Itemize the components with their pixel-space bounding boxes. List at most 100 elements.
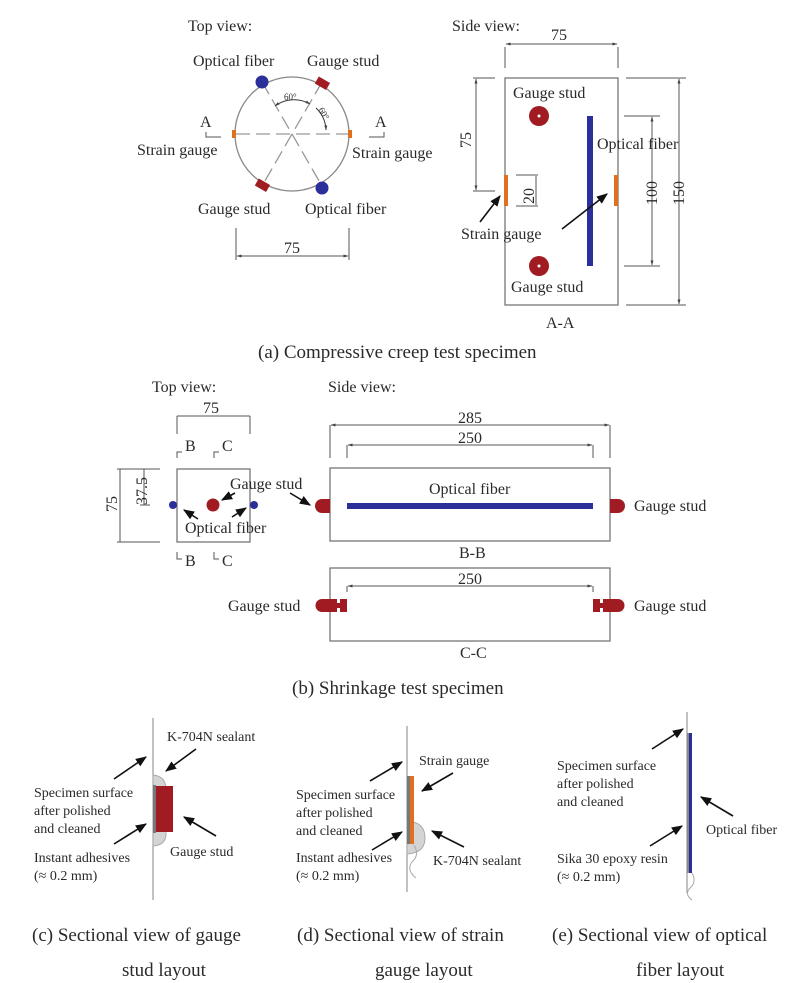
label-strain-gauge: Strain gauge — [419, 754, 489, 769]
optical-fiber-left-marker — [169, 501, 177, 509]
dim-inner-cc-label: 250 — [458, 571, 482, 588]
label-epoxy-1: Sika 30 epoxy resin — [557, 852, 668, 867]
label-adhesive-1: Instant adhesives — [34, 851, 130, 866]
panel-d-strain-gauge-section: Strain gauge Specimen surface after poli… — [296, 726, 521, 892]
section-mark-a-right-tick — [369, 132, 385, 138]
gauge-stud-bottom-marker — [254, 178, 271, 192]
panel-e-optical-fiber-section: Specimen surface after polished and clea… — [557, 712, 777, 901]
angle-arc-2 — [315, 107, 328, 131]
label-surface-3: and cleaned — [34, 822, 100, 837]
label-adhesive-2: (≈ 0.2 mm) — [296, 869, 360, 884]
label-surface-2: after polished — [296, 806, 373, 821]
label-strain-gauge-right: Strain gauge — [352, 145, 432, 162]
label-adhesive-1: Instant adhesives — [296, 851, 392, 866]
gauge-stud-right-cc — [593, 599, 625, 612]
side-view-title: Side view: — [328, 379, 396, 396]
label-surface-1: Specimen surface — [296, 788, 395, 803]
label-surface-2: after polished — [557, 777, 634, 792]
section-mark-a-right: A — [375, 114, 387, 131]
caption-c-line1: (c) Sectional view of gauge — [32, 925, 241, 946]
dim-height-label: 150 — [671, 181, 688, 205]
section-label-a-a: A-A — [546, 315, 575, 332]
section-label-b-b: B-B — [459, 545, 486, 562]
label-adhesive-2: (≈ 0.2 mm) — [34, 869, 98, 884]
dim-fiber-length-label: 100 — [644, 181, 661, 205]
section-mark-c-top: C — [222, 438, 233, 455]
gauge-stud-shape — [156, 786, 173, 832]
strain-gauge-right-marker — [348, 130, 352, 138]
caption-d-line1: (d) Sectional view of strain — [297, 925, 504, 946]
caption-c-line2: stud layout — [122, 960, 207, 981]
label-gauge-stud-top: Gauge stud — [513, 85, 585, 102]
optical-fiber-top-marker — [255, 75, 269, 89]
label-gauge-stud-bottom: Gauge stud — [198, 201, 270, 218]
label-gauge-stud-cc-left: Gauge stud — [228, 598, 300, 615]
gauge-stud-top-marker — [314, 76, 331, 90]
section-label-c-c: C-C — [460, 645, 487, 662]
label-surface-2: after polished — [34, 804, 111, 819]
dim-width-label: 75 — [203, 400, 219, 417]
dim-half-height-label: 75 — [458, 132, 475, 148]
dim-diameter-label: 75 — [284, 240, 300, 257]
angle-arc-1 — [274, 99, 311, 107]
label-optical-fiber-top: Optical fiber — [193, 53, 275, 70]
dim-inner-bb-label: 250 — [458, 430, 482, 447]
label-gauge-stud-cc-right: Gauge stud — [634, 598, 706, 615]
angle-label-2: 60° — [317, 106, 332, 122]
label-optical-fiber: Optical fiber — [185, 520, 267, 537]
strain-gauge-left-marker — [232, 130, 236, 138]
section-mark-a-left: A — [200, 114, 212, 131]
label-optical-fiber: Optical fiber — [429, 481, 511, 498]
label-gauge-stud-top: Gauge stud — [307, 53, 379, 70]
gauge-stud-marker — [206, 498, 220, 512]
panel-a-side-view: Side view: 75 75 20 100 150 Gauge stud O… — [452, 18, 688, 332]
strain-gauge-right-marker — [614, 175, 618, 206]
optical-fiber-marker — [587, 116, 593, 266]
panel-c-gauge-stud-section: K-704N sealant Specimen surface after po… — [34, 718, 255, 900]
dim-gauge-length-label: 20 — [521, 188, 538, 204]
section-mark-b-top: B — [185, 438, 196, 455]
panel-a-top-view: Top view: 60° 60° Optical fiber Gauge st… — [137, 18, 432, 260]
stud-axis — [261, 81, 323, 187]
label-sealant: K-704N sealant — [433, 854, 521, 869]
section-mark-c-bottom: C — [222, 553, 233, 570]
caption-d-line2: gauge layout — [375, 960, 473, 981]
label-surface-1: Specimen surface — [34, 786, 133, 801]
label-optical-fiber: Optical fiber — [597, 136, 679, 153]
label-gauge-stud-bottom: Gauge stud — [511, 279, 583, 296]
label-strain-gauge-left: Strain gauge — [137, 142, 217, 159]
dim-width-label: 75 — [551, 27, 567, 44]
prism-top-outline — [176, 468, 251, 543]
gauge-stud-left-cc — [315, 599, 347, 612]
label-surface-3: and cleaned — [557, 795, 623, 810]
caption-a: (a) Compressive creep test specimen — [258, 342, 537, 363]
label-optical-fiber: Optical fiber — [706, 823, 777, 838]
label-surface-1: Specimen surface — [557, 759, 656, 774]
section-mark-b-bottom: B — [185, 553, 196, 570]
label-optical-fiber-bottom: Optical fiber — [305, 201, 387, 218]
optical-fiber-bar — [347, 503, 593, 509]
label-gauge-stud: Gauge stud — [170, 845, 233, 860]
dim-half-label: 37.5 — [134, 477, 151, 505]
dim-height-label: 75 — [104, 496, 121, 512]
dim-total-label: 285 — [458, 410, 482, 427]
section-mark-a-left-tick — [205, 132, 221, 138]
gauge-stud-right-bb — [610, 499, 625, 513]
top-view-title: Top view: — [152, 379, 216, 396]
panel-b-side-view: Side view: 285 250 Optical fiber Gauge s… — [228, 379, 706, 662]
strain-gauge-left-marker — [504, 175, 508, 206]
optical-fiber-shape — [689, 733, 692, 873]
optical-fiber-right-marker — [250, 501, 258, 509]
panel-b-top-view: Top view: 75 B C 75 37.5 Gauge stud Opti… — [104, 379, 311, 570]
caption-e-line2: fiber layout — [636, 960, 725, 981]
label-strain-gauge: Strain gauge — [461, 226, 541, 243]
label-gauge-stud-bb: Gauge stud — [634, 498, 706, 515]
label-gauge-stud: Gauge stud — [230, 476, 302, 493]
caption-b: (b) Shrinkage test specimen — [292, 678, 504, 699]
label-sealant: K-704N sealant — [167, 730, 255, 745]
gauge-stud-left-bb — [315, 499, 330, 513]
optical-fiber-bottom-marker — [315, 181, 329, 195]
angle-label-1: 60° — [284, 92, 297, 102]
caption-e-line1: (e) Sectional view of optical — [552, 925, 767, 946]
